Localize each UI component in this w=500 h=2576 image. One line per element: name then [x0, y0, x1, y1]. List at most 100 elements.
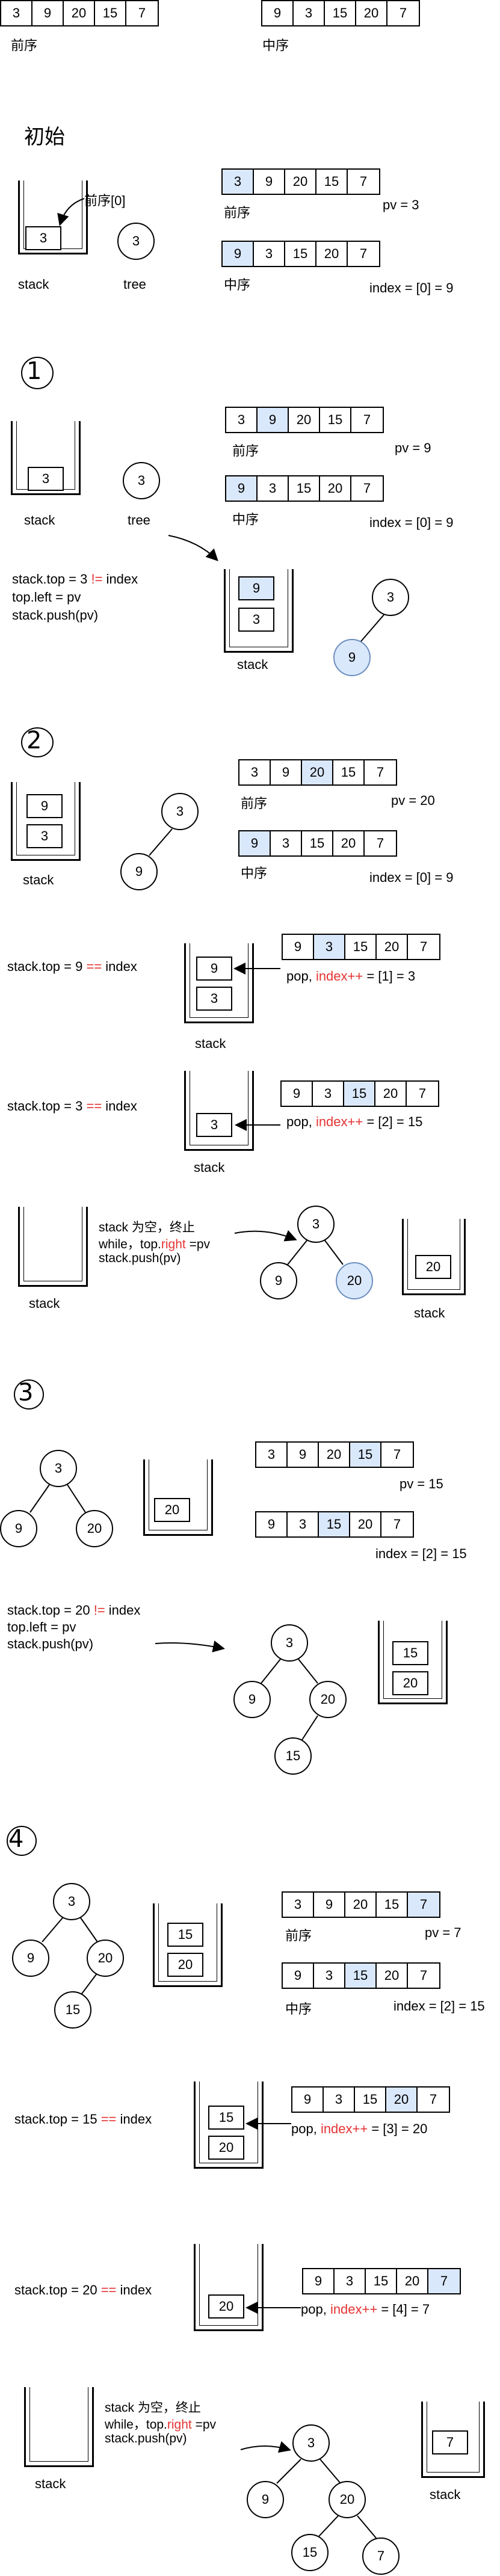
- stack-container: [11, 782, 81, 861]
- transition-arrow: [155, 1641, 225, 1653]
- code-line-2: top.left = pv: [7, 1619, 76, 1635]
- array-cell: 9: [223, 242, 254, 266]
- array-cell: 15: [350, 1443, 381, 1467]
- stack-container: [194, 2081, 264, 2169]
- array-cell: 15: [285, 242, 316, 266]
- tree-node: 20: [329, 2481, 366, 2518]
- condition-text: stack.top = 9 == index: [7, 959, 137, 974]
- tree-edge: [298, 1659, 318, 1684]
- array-cell: 7: [381, 1443, 413, 1467]
- while-note: while，top.right =pv: [105, 2418, 217, 2432]
- tree-node: 3: [53, 1883, 90, 1920]
- array-cell: 15: [302, 831, 333, 855]
- stack-item: 15: [167, 1923, 203, 1947]
- array-cell: 7: [126, 1, 158, 25]
- tree-node: 9: [233, 1681, 271, 1718]
- pv-value: pv = 20: [391, 793, 435, 808]
- stack-item: 20: [392, 1671, 428, 1695]
- array-cell: 3: [314, 935, 345, 959]
- tree-edge: [29, 1484, 50, 1513]
- pop-text: pop, index++ = [3] = 20: [291, 2121, 428, 2136]
- array-cell: 3: [239, 760, 271, 784]
- tree-node: 3: [161, 793, 199, 830]
- preorder-label: 前序: [285, 1928, 312, 1943]
- stack-item: 3: [196, 1113, 232, 1137]
- inorder-array: 9 3 15 20 7: [282, 934, 440, 960]
- array-cell: 9: [32, 1, 64, 25]
- stack-item: 15: [208, 2106, 244, 2130]
- stack-container: [184, 1071, 254, 1151]
- code-line-2: top.left = pv: [12, 590, 81, 605]
- array-cell: 3: [271, 831, 302, 855]
- array-cell: 3: [335, 2269, 366, 2293]
- array-cell: 15: [345, 935, 377, 959]
- array-cell: 9: [262, 1, 294, 25]
- array-cell: 20: [377, 1964, 408, 1988]
- stack-item: 9: [196, 957, 232, 981]
- array-cell: 15: [355, 2088, 386, 2112]
- array-cell: 20: [397, 2269, 428, 2293]
- tree-edge: [301, 1715, 318, 1740]
- code-line-1: stack.top = 3 != index: [12, 572, 138, 587]
- tree-label: tree: [123, 277, 146, 292]
- array-cell: 3: [256, 1443, 288, 1467]
- stack-container: [378, 1621, 448, 1704]
- array-cell: 20: [320, 476, 351, 501]
- inorder-array: 9 3 15 20 7: [238, 830, 397, 857]
- array-cell: 3: [223, 170, 254, 194]
- tree-node: 3: [292, 2424, 330, 2462]
- array-cell: 3: [313, 1082, 344, 1106]
- stack-label: stack: [23, 872, 54, 887]
- array-cell: 7: [351, 476, 383, 501]
- push-note: stack.push(pv): [99, 1251, 181, 1265]
- tree-edge: [276, 2459, 301, 2484]
- top-inorder-array: 9 3 15 20 7: [261, 0, 420, 26]
- stack-item: 9: [238, 576, 274, 600]
- array-cell: 7: [365, 831, 396, 855]
- tree-edge: [149, 828, 173, 856]
- array-cell: 20: [302, 760, 333, 784]
- array-cell: 15: [289, 476, 320, 501]
- pop-text: pop, index++ = [2] = 15: [286, 1114, 423, 1129]
- tree-edge: [67, 1484, 86, 1513]
- array-cell: 3: [288, 1512, 319, 1536]
- inorder-array: 9 3 15 20 7: [255, 1511, 414, 1538]
- tree-node: 20: [309, 1681, 347, 1718]
- index-value: index = [2] = 15: [394, 1998, 485, 2014]
- preorder-array: 3 9 20 15 7: [238, 759, 397, 786]
- array-cell: 9: [288, 1443, 319, 1467]
- stack-item: 3: [26, 824, 63, 848]
- code-line-3: stack.push(pv): [12, 608, 99, 623]
- array-cell: 15: [320, 408, 351, 432]
- condition-text: stack.top = 20 == index: [14, 2282, 152, 2297]
- transition-arrow: [168, 535, 218, 561]
- array-cell: 20: [386, 2088, 418, 2112]
- stack-item: 3: [28, 467, 64, 491]
- inorder-array: 9 3 15 20 7: [221, 241, 380, 267]
- stack-item: 20: [208, 2136, 244, 2160]
- stack-item: 3: [25, 226, 61, 250]
- tree-node: 3: [372, 579, 409, 616]
- tree-edge: [80, 1917, 98, 1943]
- stack-item: 20: [208, 2294, 244, 2319]
- array-cell: 9: [314, 1893, 345, 1917]
- inorder-label: 中序: [224, 277, 251, 292]
- array-cell: 7: [365, 760, 396, 784]
- stack-container: [18, 1207, 88, 1287]
- array-cell: 20: [316, 242, 348, 266]
- step-number-4: 4: [8, 1825, 24, 1853]
- pv-value: pv = 9: [395, 440, 431, 455]
- tree-edge: [324, 1240, 344, 1265]
- stack-container: [194, 2244, 264, 2331]
- top-inorder-label: 中序: [262, 38, 289, 53]
- tree-node: 7: [362, 2537, 400, 2575]
- array-cell: 3: [283, 1893, 314, 1917]
- inorder-array: 9 3 15 20 7: [291, 2086, 450, 2113]
- array-cell: 9: [303, 2269, 335, 2293]
- step-number-3: 3: [18, 1379, 34, 1407]
- pop-text: pop, index++ = [1] = 3: [286, 969, 416, 984]
- tree-node: 3: [297, 1206, 335, 1243]
- array-cell: 3: [294, 1, 325, 25]
- tree-edge: [261, 1659, 281, 1684]
- stack-item: 3: [196, 987, 232, 1011]
